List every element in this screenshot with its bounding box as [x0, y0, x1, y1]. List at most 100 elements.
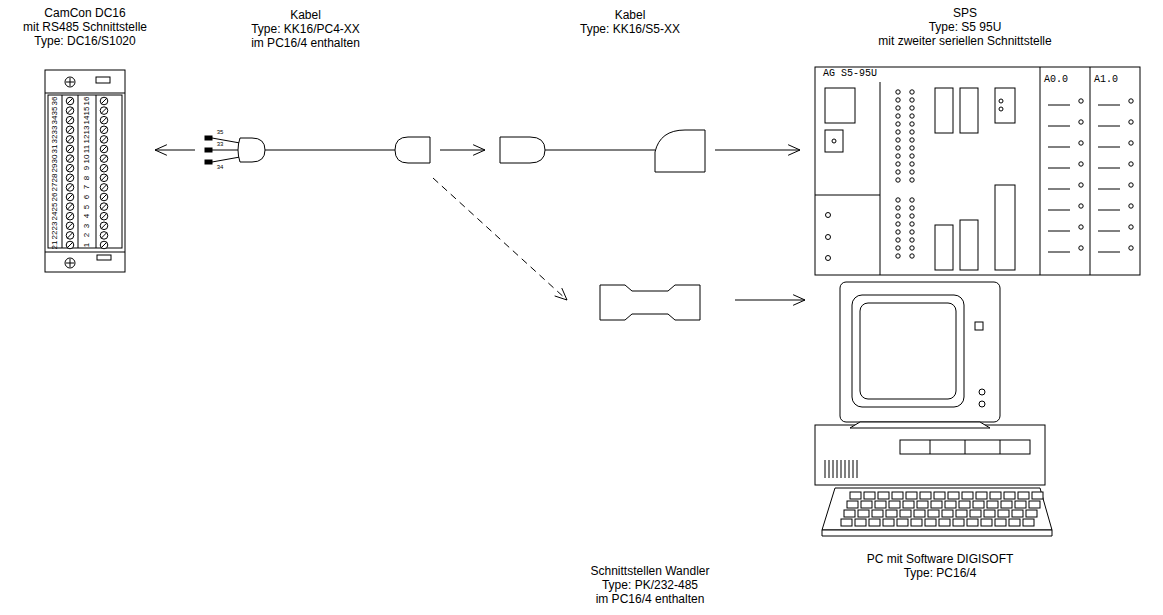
personal-computer-part [995, 519, 1006, 526]
plc-s5-95u-part [826, 256, 831, 261]
camcon-device-part [100, 97, 108, 105]
personal-computer-part [850, 492, 861, 499]
plc-s5-95u-part [1048, 189, 1070, 190]
component-name: SPS [792, 6, 1138, 20]
personal-computer-part [939, 519, 950, 526]
personal-computer-part [1004, 492, 1015, 499]
component-node: Schnittstellen WandlerType: PK/232-485im… [567, 280, 733, 608]
personal-computer-part [840, 282, 1000, 422]
personal-computer-part [869, 519, 880, 526]
component-name: PC mit Software DIGISOFT [807, 552, 1073, 566]
terminal-number: 11 [83, 145, 91, 153]
personal-computer-part [815, 425, 1045, 485]
personal-computer-part [844, 510, 855, 517]
personal-computer-part [973, 501, 984, 508]
personal-computer-part [979, 389, 985, 395]
plc-s5-95u-part [896, 98, 900, 102]
arrow-head [793, 295, 805, 306]
personal-computer-part [1023, 519, 1034, 526]
terminal-number: 25 [51, 202, 59, 211]
camcon-device-part [67, 175, 72, 180]
component-detail: Type: DC16/S1020 [17, 34, 153, 48]
plc-s5-95u-part [960, 88, 978, 133]
terminal-number: 2 [83, 233, 91, 237]
plc-s5-95u-part [1098, 189, 1120, 190]
camcon-device-part [100, 241, 108, 249]
plc-s5-95u-part [896, 90, 1133, 258]
component-detail: Type: KK16/S5-XX [517, 22, 743, 36]
camcon-device-part [101, 223, 106, 228]
component-name: Kabel [185, 8, 426, 22]
plc-s5-95u-part [1129, 120, 1133, 124]
camcon-device-part [96, 77, 110, 83]
personal-computer-part [956, 510, 967, 517]
plc-s5-95u-part [910, 206, 914, 210]
arrow-line [715, 150, 800, 151]
node-caption: CamCon DC16mit RS485 SchnittstelleType: … [17, 6, 153, 48]
plc-s5-95u-part [1079, 162, 1083, 166]
personal-computer-part [883, 519, 894, 526]
connection-arrow [155, 145, 195, 156]
personal-computer-part [1026, 510, 1037, 517]
camcon-device-part [66, 241, 74, 249]
plc-s5-95u-part [935, 225, 953, 270]
pin-number: 35 [217, 129, 224, 135]
plc-s5-95u-part [825, 130, 843, 152]
camcon-device-part [100, 155, 108, 163]
plc-s5-95u-part [896, 230, 900, 234]
plc-s5-95u-part [1098, 105, 1120, 106]
cable-kk16-pc4-part [205, 148, 212, 152]
camcon-device-part [101, 137, 106, 142]
camcon-device-part [100, 136, 108, 144]
component-detail: Type: PK/232-485 [567, 578, 733, 592]
plc-s5-95u-part [1129, 99, 1133, 103]
plc-s5-95u-part [825, 88, 855, 123]
plc-s5-95u-part [1040, 67, 1041, 275]
plc-s5-95u-part [910, 130, 914, 134]
connection-arrow [735, 295, 805, 306]
camcon-device-part [66, 193, 74, 201]
plc-s5-95u-part [910, 138, 914, 142]
terminal-number: 12 [83, 135, 91, 144]
plc-s5-95u-part [1129, 225, 1133, 229]
camcon-device-part [67, 166, 72, 171]
terminal-number: 21 [51, 241, 59, 250]
plc-s5-95u-part [1098, 126, 1120, 127]
plc-s5-95u-part [896, 206, 900, 210]
personal-computer-part [911, 519, 922, 526]
module-label: A0.0 [1044, 75, 1068, 85]
plc-s5-95u-part [910, 154, 914, 158]
camcon-device-part [78, 95, 79, 248]
component-node: KabelType: KK16/PC4-XXim PC16/4 enthalte… [197, 6, 438, 176]
cable-kk16-pc4-part [395, 137, 430, 163]
terminal-number: 29 [51, 164, 59, 173]
plc-s5-95u-part [1079, 120, 1083, 124]
personal-computer-part [825, 460, 857, 478]
plc-s5-95u-part [910, 254, 914, 258]
camcon-device-part [66, 164, 74, 172]
camcon-device-part [66, 145, 74, 153]
personal-computer-part [948, 492, 959, 499]
camcon-device-part [45, 70, 125, 272]
plc-s5-95u-part [910, 238, 914, 242]
plc-s5-95u-part [999, 99, 1003, 103]
personal-computer-part [976, 492, 987, 499]
camcon-device-part [101, 204, 106, 209]
cable-kk16-s5-part [500, 137, 545, 163]
node-caption: KabelType: KK16/S5-XX [517, 8, 743, 36]
camcon-device-part [67, 194, 72, 199]
arrow-line [735, 300, 805, 301]
plc-s5-95u-part [896, 106, 900, 110]
camcon-device-part [66, 116, 74, 124]
camcon-device-part [65, 77, 75, 87]
terminal-number: 35 [51, 106, 59, 115]
terminal-number: 6 [83, 195, 91, 199]
plc-s5-95u-part [1048, 210, 1070, 211]
plc-s5-95u-part [910, 178, 914, 182]
camcon-device-part [70, 78, 71, 86]
personal-computer-part [998, 510, 1009, 517]
camcon-device-part [67, 98, 72, 103]
